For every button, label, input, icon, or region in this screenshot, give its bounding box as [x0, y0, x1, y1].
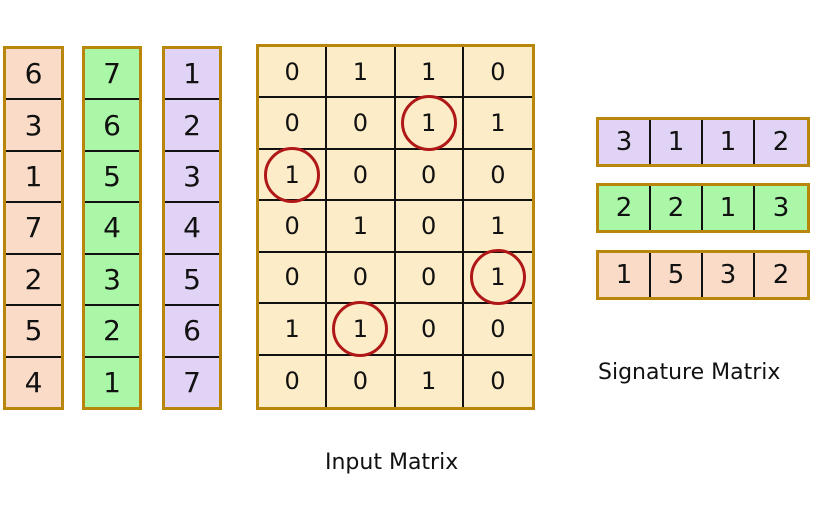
- permutation-cell: 2: [6, 255, 61, 307]
- permutation-cell: 3: [6, 100, 61, 152]
- signature-cell: 3: [599, 120, 651, 164]
- signature-cell: 2: [599, 186, 651, 230]
- permutation-cell: 7: [85, 49, 139, 101]
- input-cell: 1: [396, 355, 464, 407]
- input-cell: 0: [259, 201, 328, 253]
- permutation-cell: 2: [85, 306, 139, 358]
- input-cell-highlighted: 1: [259, 149, 328, 202]
- input-cell: 0: [395, 149, 464, 202]
- signature-cell: 3: [772, 193, 790, 223]
- signature-cell: 3: [703, 253, 755, 297]
- permutation-cell: 4: [165, 203, 219, 255]
- input-cell: 1: [327, 201, 396, 253]
- input-cell: 1: [395, 47, 464, 99]
- input-matrix-caption: Input Matrix: [325, 450, 459, 475]
- permutation-cell: 1: [103, 365, 121, 399]
- input-cell: 0: [259, 252, 328, 305]
- signature-cell: 5: [651, 253, 703, 297]
- input-cell: 0: [327, 252, 396, 305]
- permutation-cell: 7: [6, 203, 61, 255]
- input-cell: 0: [327, 355, 396, 407]
- permutation-cell: 4: [85, 203, 139, 255]
- input-cell: 1: [259, 304, 328, 356]
- input-cell: 1: [463, 201, 532, 253]
- signature-cell: 1: [703, 120, 755, 164]
- signature-cell: 2: [772, 127, 790, 157]
- permutation-cell: 5: [6, 306, 61, 358]
- input-cell-highlighted: 1: [327, 304, 396, 356]
- signature-cell: 2: [772, 260, 790, 290]
- input-cell-highlighted: 1: [395, 98, 464, 150]
- input-cell: 0: [259, 355, 328, 407]
- signature-cell: 2: [651, 186, 703, 230]
- signature-matrix-caption: Signature Matrix: [598, 360, 781, 385]
- input-cell: 0: [463, 150, 532, 202]
- permutation-cell: 3: [85, 255, 139, 307]
- permutation-cell: 4: [24, 365, 43, 399]
- permutation-cell: 1: [6, 152, 61, 204]
- permutation-cell: 2: [165, 100, 219, 152]
- input-cell: 0: [259, 47, 328, 99]
- input-cell: 0: [463, 47, 532, 99]
- signature-cell: 1: [651, 120, 703, 164]
- input-cell: 0: [259, 98, 328, 150]
- permutation-cell: 5: [165, 255, 219, 307]
- input-cell: 0: [490, 367, 506, 396]
- permutation-cell: 3: [165, 152, 219, 204]
- permutation-cell: 6: [6, 49, 61, 101]
- permutation-cell: 6: [165, 306, 219, 358]
- input-cell: 0: [395, 201, 464, 253]
- input-cell: 0: [395, 304, 464, 356]
- input-cell: 1: [463, 98, 532, 150]
- input-cell: 0: [463, 304, 532, 356]
- permutation-cell: 7: [183, 365, 201, 399]
- signature-cell: 1: [703, 186, 755, 230]
- input-cell: 0: [327, 149, 396, 202]
- signature-cell: 1: [599, 253, 651, 297]
- input-cell: 0: [395, 252, 464, 305]
- input-cell: 0: [327, 98, 396, 150]
- input-cell: 1: [327, 47, 396, 99]
- permutation-cell: 6: [85, 100, 139, 152]
- permutation-cell: 1: [165, 49, 219, 101]
- permutation-cell: 5: [85, 152, 139, 204]
- input-cell-highlighted: 1: [463, 253, 532, 305]
